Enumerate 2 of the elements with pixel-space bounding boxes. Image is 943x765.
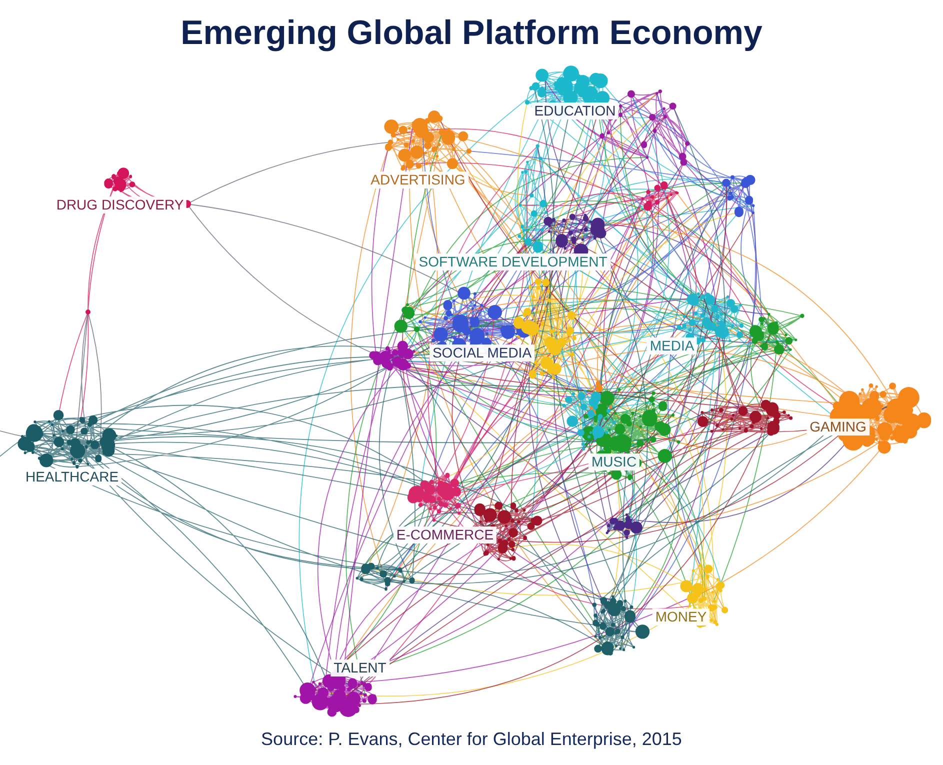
title: Emerging Global Platform Economy <box>180 14 762 52</box>
caption: Source: P. Evans, Center for Global Enterprise, 2015 <box>261 729 682 749</box>
